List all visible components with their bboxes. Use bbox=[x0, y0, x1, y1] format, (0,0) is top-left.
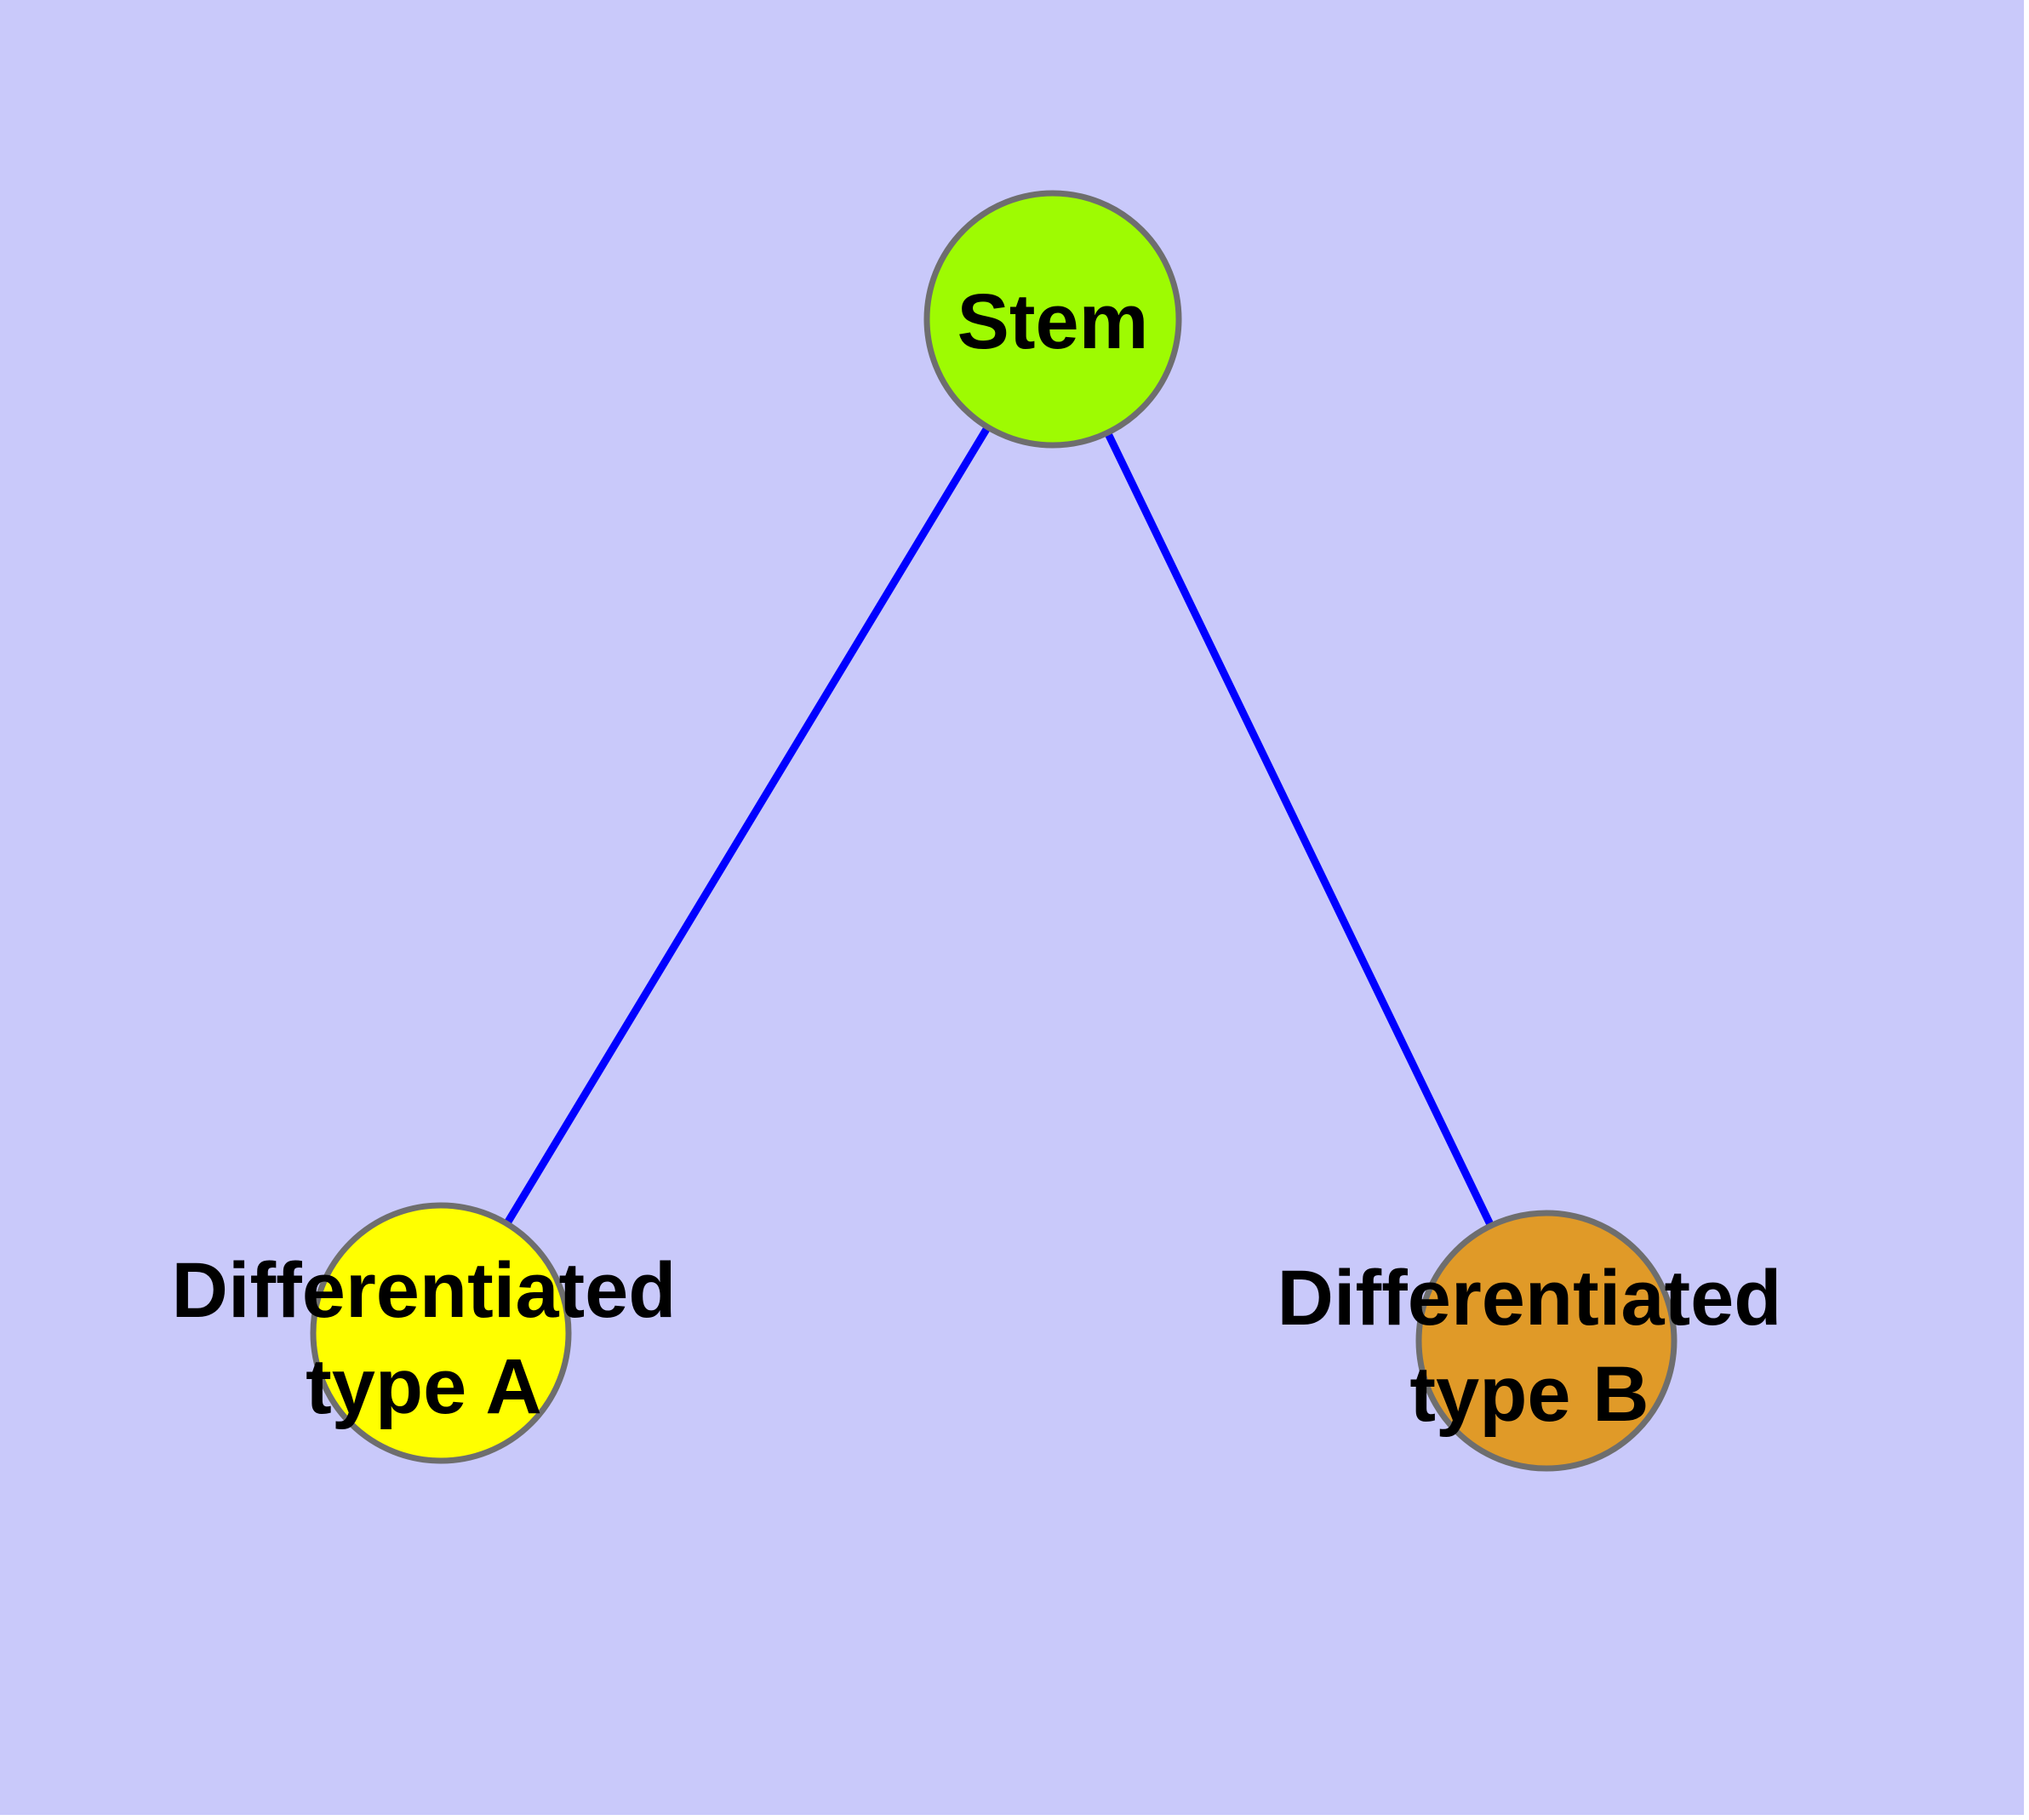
node-stem[interactable] bbox=[923, 190, 1182, 449]
node-diff-a-circle[interactable] bbox=[310, 1202, 572, 1464]
edge-layer bbox=[437, 317, 1551, 1342]
node-diff-a[interactable] bbox=[310, 1202, 572, 1464]
node-diff-a-label-line2: type A bbox=[306, 1343, 542, 1430]
node-diff-b-circle[interactable] bbox=[1415, 1210, 1677, 1472]
edge-stem-to-diff-b[interactable] bbox=[1049, 318, 1551, 1342]
node-diff-a-label-line1: Differentiated bbox=[172, 1247, 677, 1334]
node-diff-b-label-line2: type B bbox=[1409, 1351, 1649, 1438]
node-diff-b-label-line1: Differentiated bbox=[1277, 1255, 1782, 1342]
edge-stem-to-diff-a[interactable] bbox=[437, 317, 1056, 1336]
node-stem-circle[interactable] bbox=[923, 190, 1182, 449]
node-diff-b[interactable] bbox=[1415, 1210, 1677, 1472]
node-stem-label: Stem bbox=[957, 278, 1149, 365]
label-layer: Stem Differentiated type A Differentiate… bbox=[172, 278, 1782, 1438]
